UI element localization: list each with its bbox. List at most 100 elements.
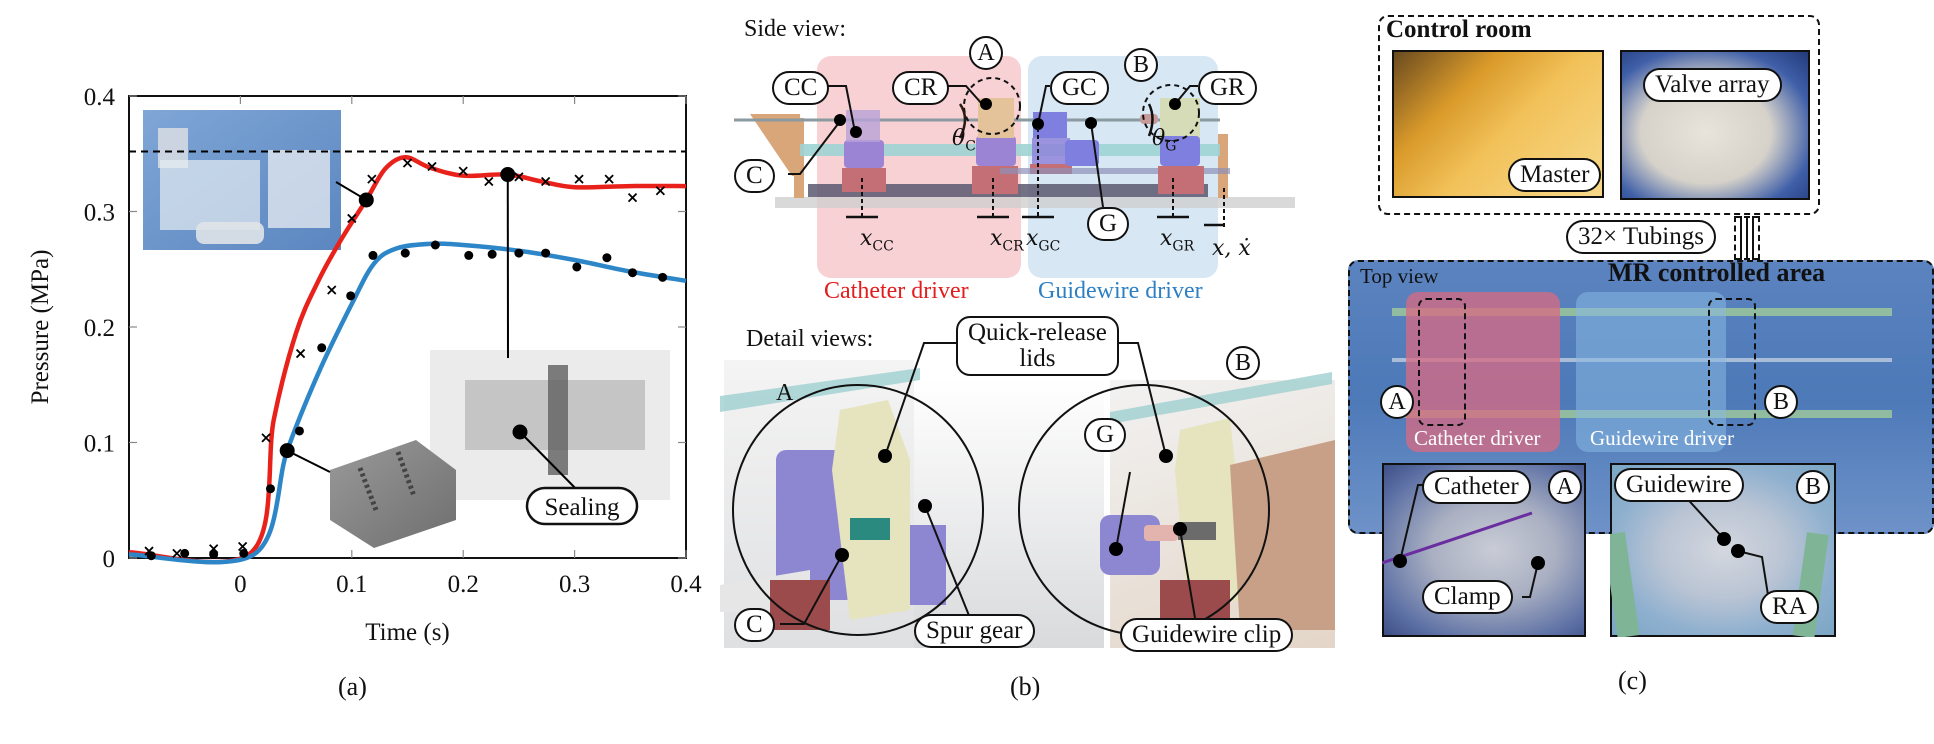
- data-point-cross: [514, 172, 524, 182]
- inset-b-label: B: [1796, 470, 1830, 504]
- guidewire-driver-label: Guidewire driver: [1038, 278, 1203, 304]
- mr-area-label: MR controlled area: [1608, 258, 1826, 287]
- side-view-mechanism: [734, 77, 1295, 230]
- data-point-dot: [146, 551, 156, 561]
- data-point-dot: [430, 240, 440, 250]
- data-point-cross: [458, 166, 468, 176]
- detail-circle-b: [1142, 84, 1200, 142]
- label-x-xdot: x, ẋ: [1212, 236, 1251, 261]
- data-point-cross: [574, 174, 584, 184]
- tag-g-detail: G: [1084, 418, 1127, 452]
- front-bracket: [750, 114, 802, 176]
- theta-g-arrow: [1147, 103, 1154, 137]
- tag-c: C: [734, 159, 775, 193]
- gear-teeth-2: [395, 451, 417, 497]
- label-theta-c: θC: [952, 126, 976, 155]
- catheter-driver-label: Catheter driver: [824, 278, 969, 304]
- detail-label-a: A: [776, 380, 794, 406]
- highlight-b-box: [1708, 298, 1756, 426]
- detail-label-b: B: [1226, 346, 1260, 380]
- detail-circle-a-view: [732, 384, 984, 636]
- series-line-model-red: [128, 154, 687, 565]
- label-x-cr: xCR: [990, 226, 1024, 255]
- data-point-dot: [487, 249, 497, 259]
- x-tick-label: 0.2: [448, 571, 479, 598]
- tag-clamp: Clamp: [1422, 580, 1513, 614]
- cc-carriage: [844, 140, 884, 168]
- tag-tubings: 32× Tubings: [1566, 220, 1716, 254]
- side-view-label: Side view:: [744, 16, 846, 42]
- data-point-dot: [317, 343, 327, 353]
- front-post: [794, 118, 804, 198]
- sealing-render-gap: [548, 365, 568, 475]
- guidewire-driver-overlay: [1576, 292, 1726, 452]
- detail-circle-a: [963, 77, 1021, 135]
- label-theta-g: θG: [1152, 126, 1177, 155]
- data-point-dot: [464, 250, 474, 260]
- tag-valve-array: Valve array: [1643, 68, 1782, 102]
- data-point-cross: [295, 348, 306, 359]
- callout-leader: [286, 449, 331, 473]
- data-point-cross: [327, 285, 337, 295]
- rear-post: [1218, 134, 1228, 198]
- tag-c-detail: C: [734, 608, 775, 642]
- x-tick-label: 0.1: [336, 571, 367, 598]
- callout-dot: [279, 443, 295, 459]
- sealing-tag-box: [525, 486, 639, 526]
- mr-label-b: B: [1764, 385, 1798, 419]
- sealing-tag-label: Sealing: [545, 494, 620, 521]
- tag-cc: CC: [772, 71, 830, 105]
- data-point-cross: [261, 433, 271, 443]
- control-room-label: Control room: [1386, 16, 1532, 43]
- theta-c-arrow: [958, 103, 967, 139]
- data-point-dot: [239, 548, 249, 558]
- tag-guidewire: Guidewire: [1614, 468, 1744, 502]
- label-x-gr: xGR: [1160, 226, 1195, 255]
- gear-teeth-1: [357, 467, 379, 511]
- tag-master: Master: [1508, 158, 1602, 192]
- label-x-gc: xGC: [1026, 226, 1061, 255]
- mr-label-a: A: [1380, 385, 1414, 419]
- photo-part-block-1: [160, 160, 260, 230]
- sealing-dot: [512, 424, 528, 440]
- data-point-dot: [572, 262, 582, 272]
- top-view-label: Top view: [1360, 264, 1439, 288]
- data-point-dot: [658, 272, 668, 282]
- y-tick-label: 0: [103, 546, 116, 573]
- data-point-dot: [265, 484, 275, 494]
- y-tick-label: 0.1: [84, 431, 115, 458]
- data-point-cross: [172, 548, 182, 559]
- tag-cr: CR: [892, 71, 950, 105]
- data-point-cross: [604, 174, 614, 184]
- x-tick-label: 0.4: [670, 571, 702, 598]
- tubing-bundle: [1734, 216, 1760, 260]
- circle-label-b: B: [1124, 48, 1158, 82]
- circle-label-a: A: [969, 36, 1003, 70]
- data-point-cross: [237, 541, 248, 552]
- tag-spur-gear: Spur gear: [914, 614, 1035, 648]
- data-point-cross: [402, 158, 413, 168]
- data-point-dot: [514, 248, 524, 258]
- tag-quick-release-lids: Quick-release lids: [956, 316, 1119, 376]
- tag-gc: GC: [1050, 71, 1109, 105]
- data-point-dot: [346, 291, 356, 301]
- photo-part-block-2: [268, 150, 330, 228]
- callout-dot: [358, 192, 374, 208]
- data-point-dot: [400, 248, 410, 258]
- caption-a: (a): [338, 672, 367, 701]
- data-point-dot: [368, 250, 378, 260]
- data-point-dot: [541, 248, 551, 258]
- panel-b: Side view:: [720, 0, 1340, 744]
- data-point-cross: [427, 161, 437, 172]
- control-room-box: [1378, 15, 1820, 215]
- data-point-dot: [602, 253, 612, 263]
- inset-a-label: A: [1548, 470, 1582, 504]
- caption-b: (b): [1010, 672, 1041, 701]
- detail-views-label: Detail views:: [746, 326, 874, 352]
- callout-dot: [500, 167, 516, 183]
- y-tick-label: 0.3: [84, 200, 115, 227]
- tag-g: G: [1087, 207, 1130, 241]
- photo-part-connector: [196, 222, 264, 244]
- data-point-cross: [367, 174, 377, 184]
